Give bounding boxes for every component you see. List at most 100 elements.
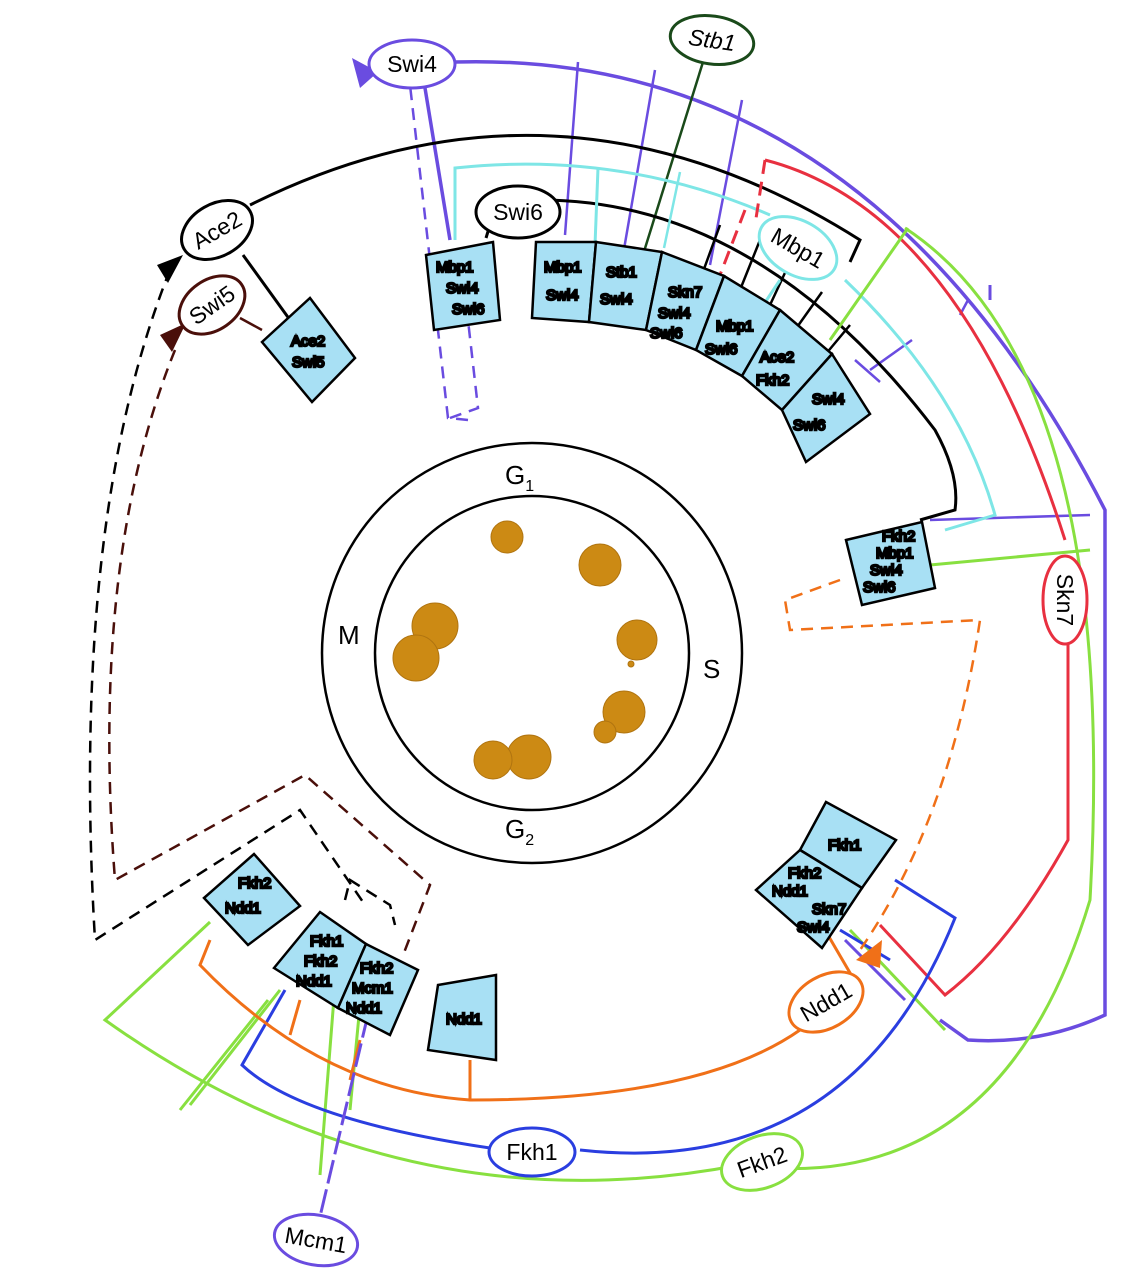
- swi4-feedback-dashed: [408, 84, 480, 422]
- regulator-skn7-label: Skn7: [1052, 574, 1078, 626]
- promoter-box-fkh2-ndd1: Fkh2 Ndd1: [202, 852, 302, 947]
- fkh1-to-box: [839, 928, 891, 962]
- box-text: Swi4: [658, 305, 691, 322]
- promoter-box-mbp1-swi6: Mbp1 Swi6: [694, 274, 782, 378]
- promoter-box-ace2-fkh2: Ace2 Fkh2: [740, 308, 834, 412]
- phase-m-label: M: [338, 620, 360, 650]
- promoter-box-fkh2-ndd1-skn7-swi4: Fkh2 Ndd1 Skn7 Swi4: [754, 848, 864, 950]
- regulator-fkh1-label: Fkh1: [506, 1139, 557, 1165]
- promoter-box-ace2-swi5: Ace2 Swi5: [260, 296, 357, 404]
- promoter-box-mbp1-swi4-swi6: Mbp1 Swi4 Swi6: [424, 240, 502, 332]
- ace2-arrowhead: [157, 255, 183, 283]
- box-text: Swi4: [797, 919, 830, 936]
- regulator-mbp1[interactable]: Mbp1: [748, 204, 848, 293]
- box-text: Fkh2: [304, 953, 337, 970]
- ndd1-feedback-dashed: [783, 578, 982, 951]
- box-text: Ndd1: [225, 900, 261, 917]
- box-text: Swi4: [812, 391, 845, 408]
- promoter-box-mbp1-swi4: Mbp1 Swi4: [530, 240, 598, 324]
- swi4-to-first-box: [423, 87, 452, 241]
- yeast-bud-small: [627, 660, 635, 668]
- regulator-stb1[interactable]: Stb1: [667, 10, 757, 69]
- box-text: Ace2: [760, 349, 794, 366]
- box-text: Skn7: [812, 901, 846, 918]
- stb1-target-line: [640, 61, 705, 259]
- box-text: Ndd1: [346, 1000, 382, 1017]
- box-text: Fkh2: [360, 960, 393, 977]
- box-text: Swi6: [793, 417, 826, 434]
- fkh1-arc: [240, 878, 957, 1155]
- box-text: Swi6: [863, 579, 896, 596]
- box-text: Mbp1: [544, 259, 582, 276]
- swi4-arrowhead: [352, 58, 378, 88]
- regulator-ndd1[interactable]: Ndd1: [778, 959, 873, 1044]
- swi6-arc: [539, 198, 958, 522]
- box-text: Fkh1: [828, 837, 861, 854]
- ace2-feedback-dashed: [88, 269, 397, 943]
- box-text: Fkh2: [788, 865, 821, 882]
- fkh2-outer-arc: [102, 226, 1096, 1182]
- box-text: Fkh2: [882, 528, 915, 545]
- box-text: Fkh1: [310, 933, 343, 950]
- yeast-cells: [392, 520, 658, 780]
- regulator-fkh1[interactable]: Fkh1: [487, 1126, 577, 1178]
- arrowheads: [157, 58, 882, 968]
- box-text: Stb1: [606, 264, 637, 281]
- ace2-to-box: [241, 254, 292, 321]
- phase-g1-label: G1: [505, 460, 534, 495]
- promoter-box-fkh2-mcm1-ndd1: Fkh2 Mcm1 Ndd1: [336, 942, 420, 1037]
- promoter-box-fkh2-mbp1-swi4-swi6: Fkh2 Mbp1 Swi4 Swi6: [844, 520, 937, 607]
- regulator-ace2[interactable]: Ace2: [171, 188, 263, 271]
- swi4-outer-arc: [454, 59, 1107, 1043]
- yeast-cell-g2-mother: [506, 734, 552, 780]
- skn7-arc-top: [764, 158, 1067, 541]
- regulator-swi4-label: Swi4: [387, 51, 437, 77]
- box-text: Ndd1: [446, 1011, 482, 1028]
- box-text: Mcm1: [352, 980, 393, 997]
- regulator-swi6[interactable]: Swi6: [474, 184, 562, 240]
- promoter-box-ndd1: Ndd1: [426, 973, 498, 1062]
- box-text: Swi6: [705, 341, 738, 358]
- regulator-mcm1[interactable]: Mcm1: [270, 1208, 361, 1272]
- promoter-box-swi4-swi6: Swi4 Swi6: [780, 351, 872, 464]
- swi6-target-lines: [698, 224, 851, 356]
- box-text: Ndd1: [296, 973, 332, 990]
- ndd1-arc: [198, 939, 801, 1102]
- yeast-cell-late-s: [602, 690, 646, 734]
- regulator-swi5[interactable]: Swi5: [168, 264, 256, 346]
- box-text: Swi6: [452, 301, 485, 318]
- swi5-arrowhead: [160, 323, 186, 352]
- yeast-cell-s: [616, 619, 658, 661]
- box-text: Mbp1: [876, 545, 914, 562]
- yeast-cell-g2-bud: [473, 740, 513, 780]
- box-text: Swi5: [292, 354, 325, 371]
- regulator-skn7[interactable]: Skn7: [1041, 554, 1089, 646]
- promoter-box-fkh1-fkh2-ndd1: Fkh1 Fkh2 Ndd1: [272, 910, 368, 1010]
- box-text: Mbp1: [436, 259, 474, 276]
- promoter-box-fkh1: Fkh1: [798, 800, 898, 890]
- box-text: Ndd1: [772, 883, 808, 900]
- regulator-ovals: Swi4 Stb1 Ace2 Swi5 Swi6 Mbp1 Skn7 Ndd1: [168, 10, 1089, 1272]
- box-text: Skn7: [668, 284, 702, 301]
- swi4-target-lines: [563, 61, 970, 316]
- box-text: Fkh2: [238, 875, 271, 892]
- box-text: Swi4: [446, 280, 479, 297]
- outer-phase-ring: [320, 441, 744, 865]
- mcm1-line: [316, 984, 377, 1226]
- inner-phase-ring: [373, 494, 691, 812]
- box-text: Swi4: [600, 291, 633, 308]
- regulator-fkh2[interactable]: Fkh2: [714, 1123, 811, 1201]
- skn7-to-boxes: [718, 159, 767, 276]
- phase-s-label: S: [703, 654, 720, 684]
- fkh2-target-lines: [178, 227, 1091, 1111]
- skn7-arc-bottom: [878, 640, 1070, 998]
- yeast-cell-m-daughter: [392, 634, 440, 682]
- regulatory-lines: [88, 59, 1107, 1226]
- yeast-cell-g1: [490, 520, 524, 554]
- mbp1-top-arc: [453, 162, 771, 240]
- regulator-swi4[interactable]: Swi4: [367, 38, 457, 90]
- phase-g2-label: G2: [505, 814, 534, 849]
- box-text: Mbp1: [716, 318, 754, 335]
- swi4-to-late-box: [929, 513, 1091, 522]
